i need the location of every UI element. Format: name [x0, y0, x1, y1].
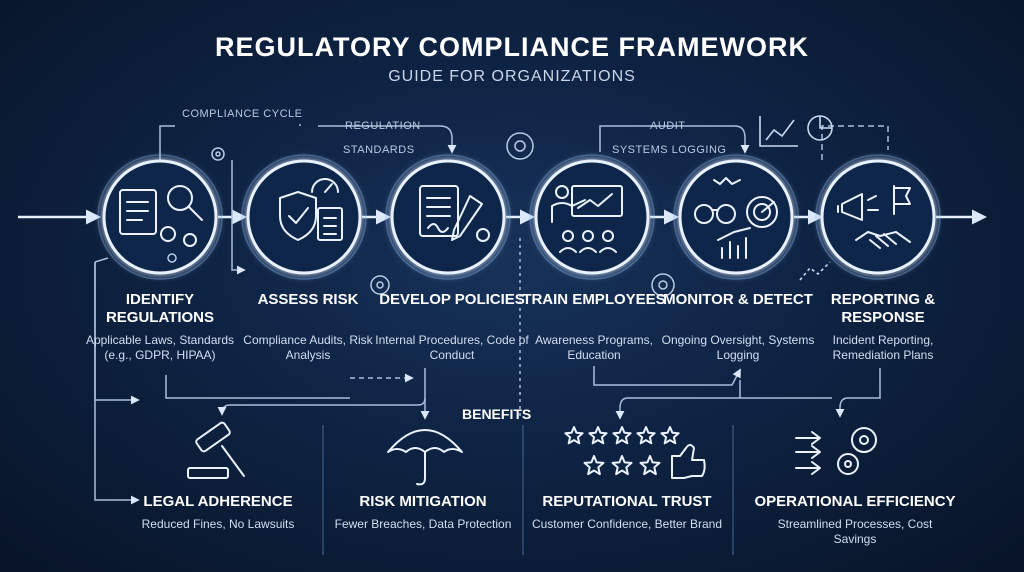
star-icon [588, 426, 608, 445]
step-circle-2 [246, 159, 362, 275]
to-legal [217, 368, 426, 416]
binoculars-radar-icon [694, 177, 778, 259]
benefit-desc-risk: Fewer Breaches, Data Protection [334, 517, 512, 531]
cycle-lines [94, 124, 889, 505]
regulation-label: REGULATION [345, 120, 421, 132]
audit-connector [599, 125, 750, 154]
left-feedback [94, 262, 140, 405]
cycle-line-left [159, 125, 175, 165]
step-desc-develop: Internal Procedures, Code of Conduct [375, 333, 529, 362]
benefits-label: BENEFITS [462, 406, 532, 422]
systems-logging-label: SYSTEMS LOGGING [612, 144, 727, 156]
gear-icon [370, 275, 390, 295]
benefit-desc-legal: Reduced Fines, No Lawsuits [141, 517, 295, 531]
star-icon [660, 426, 680, 445]
step-title-monitor: MONITOR & DETECT [663, 291, 813, 308]
star-icon [612, 426, 632, 445]
star-icon [636, 426, 656, 445]
step-title-reporting: REPORTING & RESPONSE [830, 291, 936, 326]
benefit-title-legal: LEGAL ADHERENCE [143, 493, 293, 510]
diagram-title: REGULATORY COMPLIANCE FRAMEWORK [215, 32, 809, 62]
star-icon [583, 455, 605, 476]
standards-label: STANDARDS [343, 144, 415, 156]
document-search-icon [119, 185, 203, 247]
gear-icon [506, 132, 534, 160]
to-efficiency [835, 368, 881, 418]
step-circle-ring [241, 154, 367, 280]
step-desc-reporting: Incident Reporting, Remediation Plans [832, 333, 934, 362]
arrows-gears-icon [795, 427, 877, 475]
step-title-train: TRAIN EMPLOYEES [522, 291, 666, 308]
step-circle-ring [97, 154, 223, 280]
step-desc-identify: Applicable Laws, Standards (e.g., GDPR, … [85, 333, 235, 362]
step-desc-monitor: Ongoing Oversight, Systems Logging [661, 333, 815, 362]
shield-checklist-icon [279, 178, 343, 241]
star-icon [564, 426, 584, 445]
benefit-desc-trust: Customer Confidence, Better Brand [531, 517, 723, 531]
step-circle-ring [529, 154, 655, 280]
gear-icon [211, 147, 225, 161]
benefit-dividers [322, 425, 734, 555]
benefit-title-trust: REPUTATIONAL TRUST [542, 493, 712, 510]
to-trust [615, 380, 741, 420]
step-title-assess: ASSESS RISK [257, 291, 359, 308]
step-circle-ring [385, 154, 511, 280]
step-circle-5 [678, 159, 794, 275]
decorative-gears [167, 132, 675, 297]
step-circle-ring [815, 154, 941, 280]
regulation-connector [318, 125, 457, 154]
compliance-cycle-label: COMPLIANCE CYCLE [182, 108, 303, 120]
benefit-title-efficiency: OPERATIONAL EFFICIENCY [754, 493, 956, 510]
gavel-icon [187, 421, 245, 479]
document-pen-icon [419, 185, 490, 242]
step-title-develop: DEVELOP POLICIES [379, 291, 525, 308]
star-icon [639, 455, 661, 476]
stars-thumbs-up-icon [564, 426, 706, 479]
audit-label: AUDIT [650, 120, 686, 132]
umbrella-icon [387, 429, 463, 486]
gear-icon [651, 273, 675, 297]
cycle-line-down [231, 160, 246, 275]
monitor-feedback [593, 366, 741, 386]
left-feedback-2 [94, 262, 140, 505]
star-icon [611, 455, 633, 476]
report-connector [821, 125, 889, 160]
step-desc-assess: Compliance Audits, Risk Analysis [243, 333, 373, 362]
benefit-title-risk: RISK MITIGATION [359, 493, 487, 510]
analytics-icon [759, 115, 833, 281]
step-title-identify: IDENTIFY REGULATIONS [105, 291, 215, 326]
diagram-subtitle: GUIDE FOR ORGANIZATIONS [388, 68, 636, 85]
step-circle-6 [820, 159, 936, 275]
benefit-desc-efficiency: Streamlined Processes, Cost Savings [777, 517, 933, 546]
step-desc-train: Awareness Programs, Education [535, 333, 653, 362]
training-presentation-icon [551, 185, 623, 253]
step-circle-ring [673, 154, 799, 280]
megaphone-handshake-icon [837, 185, 911, 249]
